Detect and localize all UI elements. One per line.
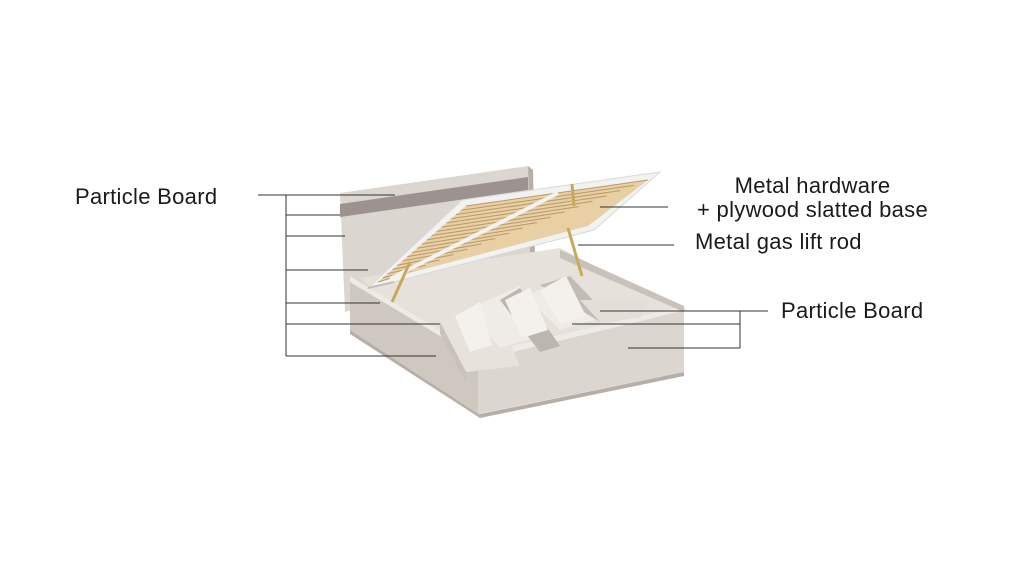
- label-particle-board-left: Particle Board: [75, 184, 218, 209]
- label-metal-hardware-line1: Metal hardware: [734, 173, 891, 198]
- gas-lift-rod-left: [390, 261, 412, 303]
- label-particle-board-right: Particle Board: [781, 298, 924, 323]
- slat-center-rail: [389, 191, 559, 281]
- label-metal-hardware: Metal hardware + plywood slatted base: [640, 174, 985, 222]
- headboard-accent-strip: [340, 177, 528, 217]
- storage-box: [350, 248, 686, 418]
- label-metal-hardware-line2: + plywood slatted base: [696, 197, 929, 222]
- gas-lift-rod-top: [570, 183, 576, 207]
- label-metal-gas-lift-rod: Metal gas lift rod: [695, 229, 862, 254]
- slatted-base: [366, 171, 662, 289]
- gas-lift-rods: [390, 183, 584, 303]
- leader-lines-left: [258, 194, 440, 357]
- slats: [377, 179, 649, 283]
- leader-lines-right: [572, 206, 768, 349]
- gas-lift-rod-right: [566, 227, 584, 277]
